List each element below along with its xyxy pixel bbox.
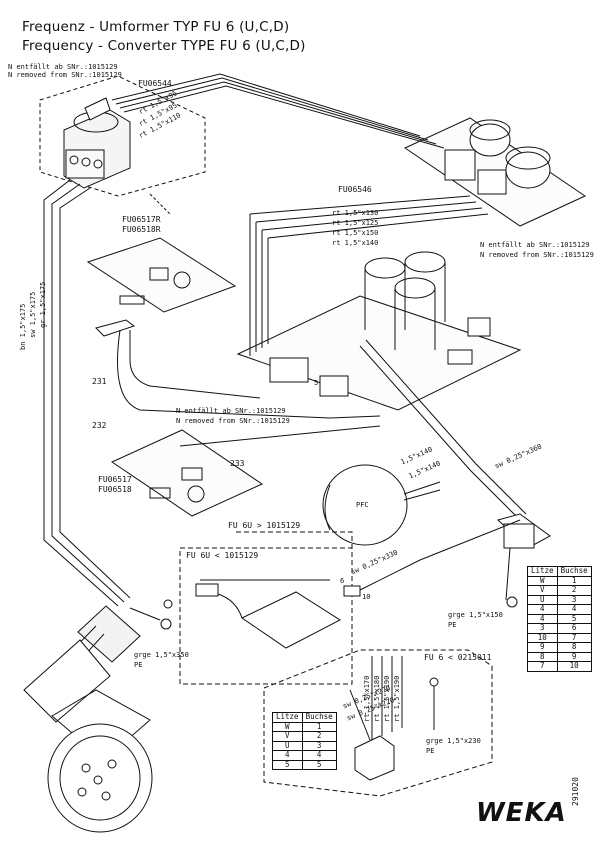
ref-231: 231	[92, 377, 107, 386]
part-board-top-a: FU06517R	[122, 215, 161, 224]
part-wire-set: FU06546	[338, 185, 372, 194]
pe-right-wire: grge 1,5"x150	[448, 611, 503, 619]
wire-label: rt 1,5"x130	[332, 209, 379, 217]
title-english: Frequency - Converter TYPE FU 6 (U,C,D)	[22, 38, 306, 54]
part-board-low-b: FU06518	[98, 485, 132, 494]
part-switch: FU06544	[138, 79, 172, 88]
wire-label: rt 1,5"x180	[373, 675, 381, 722]
table-header: Litze	[272, 712, 303, 723]
note-right-de: N entfällt ab SNr.:1015129	[480, 241, 590, 249]
part-board-low-a: FU06517	[98, 475, 132, 484]
note-right-en: N removed from SNr.:1015129	[480, 251, 594, 259]
part-pfc: PFC	[356, 501, 369, 509]
table-header: Buchse	[556, 566, 592, 577]
drawing-number: 291020	[571, 777, 580, 806]
title-german: Frequenz - Umformer TYP FU 6 (U,C,D)	[22, 19, 290, 35]
pe-left-wire: grge 1,5"x350	[134, 651, 189, 659]
pe-bottom-label: PE	[426, 747, 435, 755]
table-header: Litze	[527, 566, 558, 577]
weka-logo: WEKA	[476, 798, 567, 828]
ref-5: 5	[314, 379, 319, 387]
wire-label: sw 1,5"x175	[29, 291, 37, 338]
note-mid-en: N removed from SNr.:1015129	[176, 417, 290, 425]
wire-label: rt 1,5"x140	[332, 239, 379, 247]
wire-label: rt 1,5"x190	[393, 675, 401, 722]
label-fu-gt: FU 6U > 1015129	[228, 521, 301, 530]
note-top-left-en: N removed from SNr.:1015129	[8, 71, 122, 79]
ref-232: 232	[92, 421, 107, 430]
table-header: Buchse	[301, 712, 337, 723]
label-fu-lt: FU 6U < 1015129	[186, 551, 259, 560]
wire-label: rt 1,5"x150	[332, 229, 379, 237]
part-board-top-b: FU06518R	[122, 225, 161, 234]
wire-label: gr 1,5"x175	[39, 281, 47, 328]
pe-bottom-wire: grge 1,5"x230	[426, 737, 481, 745]
note-top-left-de: N entfällt ab SNr.:1015129	[8, 63, 118, 71]
wire-label: bn 1,5"x175	[19, 303, 27, 350]
label-fu-lt2: FU 6 < 0215011	[424, 653, 492, 662]
pe-left-label: PE	[134, 661, 143, 669]
ref-10: 10	[362, 593, 371, 601]
note-mid-de: N entfällt ab SNr.:1015129	[176, 407, 286, 415]
wire-label: rt 1,5"x125	[332, 219, 379, 227]
ref-233: 233	[230, 459, 245, 468]
ref-6: 6	[340, 577, 345, 585]
pe-right-label: PE	[448, 621, 457, 629]
